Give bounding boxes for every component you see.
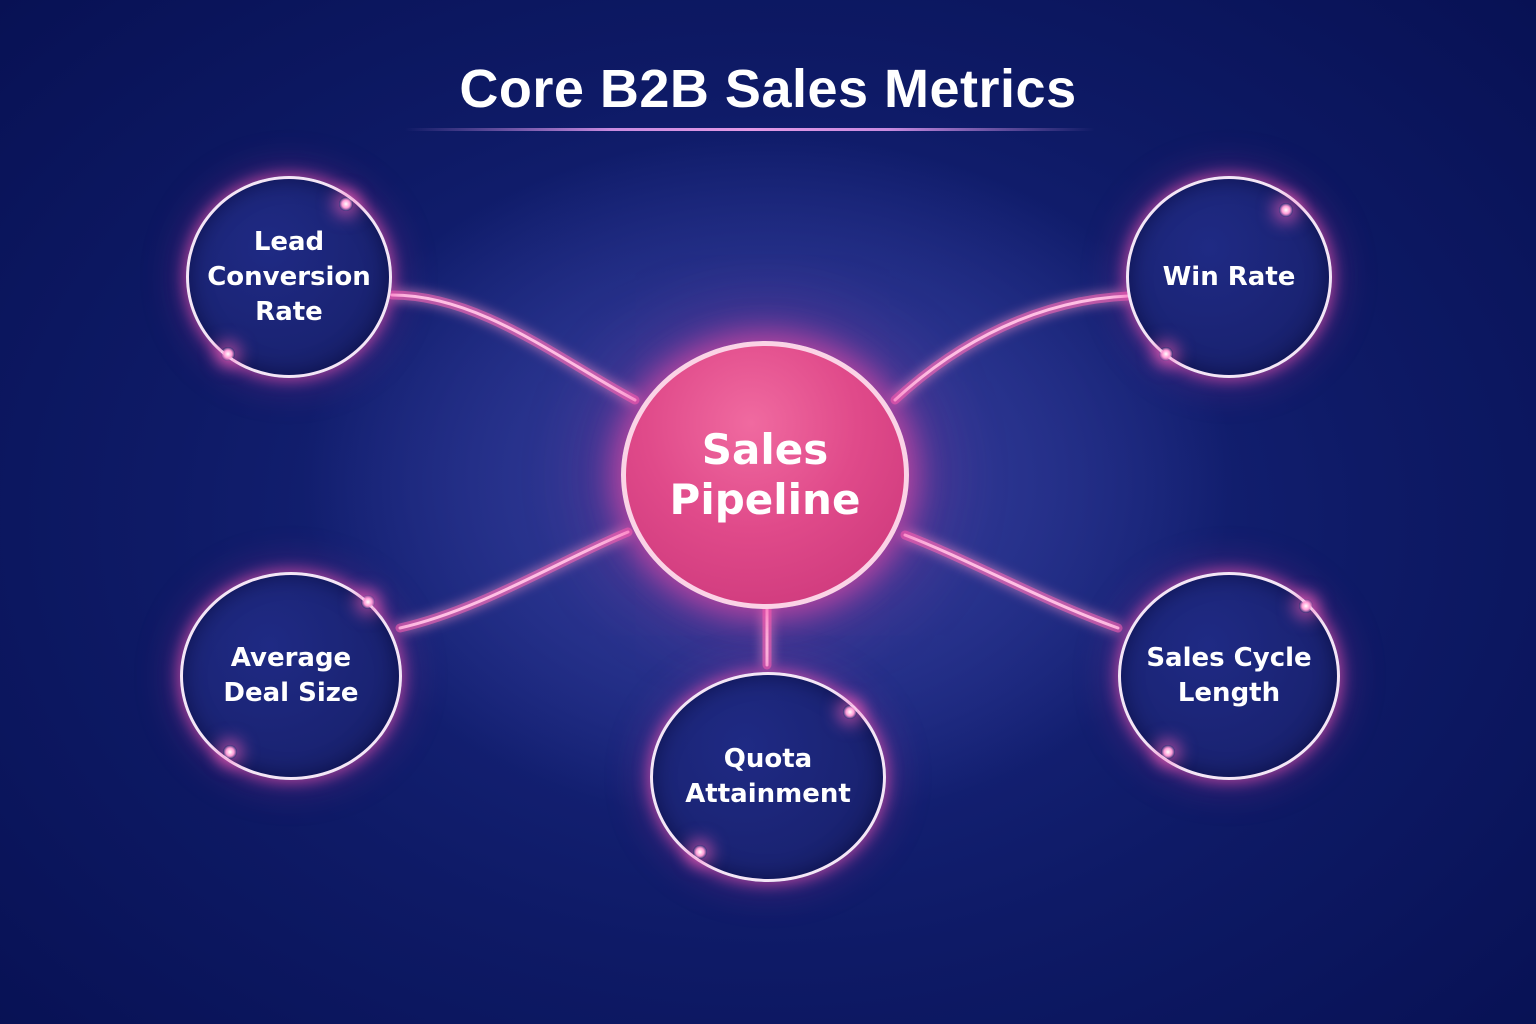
metric-label: Sales Cycle Length — [1146, 643, 1312, 708]
metric-node-average-deal-size: Average Deal Size — [180, 572, 402, 780]
metric-label: Quota Attainment — [685, 744, 851, 809]
diagram-title: Core B2B Sales Metrics — [459, 59, 1077, 119]
glow-highlight — [339, 197, 353, 211]
metric-node-sales-cycle-length: Sales Cycle Length — [1118, 572, 1340, 780]
glow-highlight — [1161, 745, 1175, 759]
metric-node-win-rate: Win Rate — [1126, 176, 1332, 378]
glow-highlight — [223, 745, 237, 759]
glow-highlight — [843, 705, 857, 719]
metric-label: Average Deal Size — [223, 643, 359, 708]
glow-highlight — [1159, 347, 1173, 361]
metric-node-quota-attainment: Quota Attainment — [650, 672, 886, 882]
glow-highlight — [693, 845, 707, 859]
metric-label: Win Rate — [1162, 261, 1296, 292]
center-node-label: Sales Pipeline — [669, 425, 861, 524]
glow-highlight — [221, 347, 235, 361]
metric-label: Lead Conversion Rate — [207, 226, 371, 327]
glow-highlight — [361, 595, 375, 609]
title-underline — [405, 128, 1095, 131]
metric-node-lead-conversion-rate: Lead Conversion Rate — [186, 176, 392, 378]
center-node-sales-pipeline: Sales Pipeline — [621, 341, 909, 609]
glow-highlight — [1299, 599, 1313, 613]
glow-highlight — [1279, 203, 1293, 217]
